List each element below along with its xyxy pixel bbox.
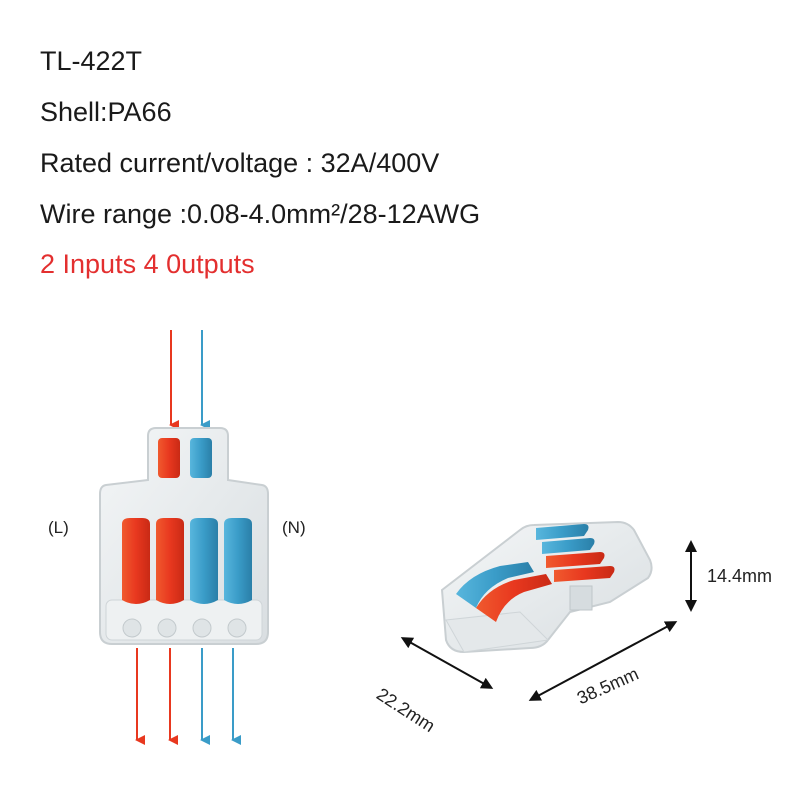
io-spec: 2 Inputs 4 0utputs: [40, 249, 255, 279]
model-title: TL-422T: [40, 46, 143, 76]
length-dimension-arrow: [528, 621, 678, 701]
live-label: (L): [48, 518, 69, 537]
height-dimension-label: 14.4mm: [707, 566, 773, 586]
wire-range-spec: Wire range :0.08-4.0mm²/28-12AWG: [40, 199, 481, 229]
rated-spec: Rated current/voltage : 32A/400V: [40, 148, 440, 178]
connector-isometric-view: [440, 520, 653, 654]
neutral-label: (N): [282, 518, 306, 537]
width-dimension-arrow: [400, 637, 494, 689]
connector-front-view: [99, 427, 269, 645]
shell-spec: Shell:PA66: [40, 97, 172, 127]
